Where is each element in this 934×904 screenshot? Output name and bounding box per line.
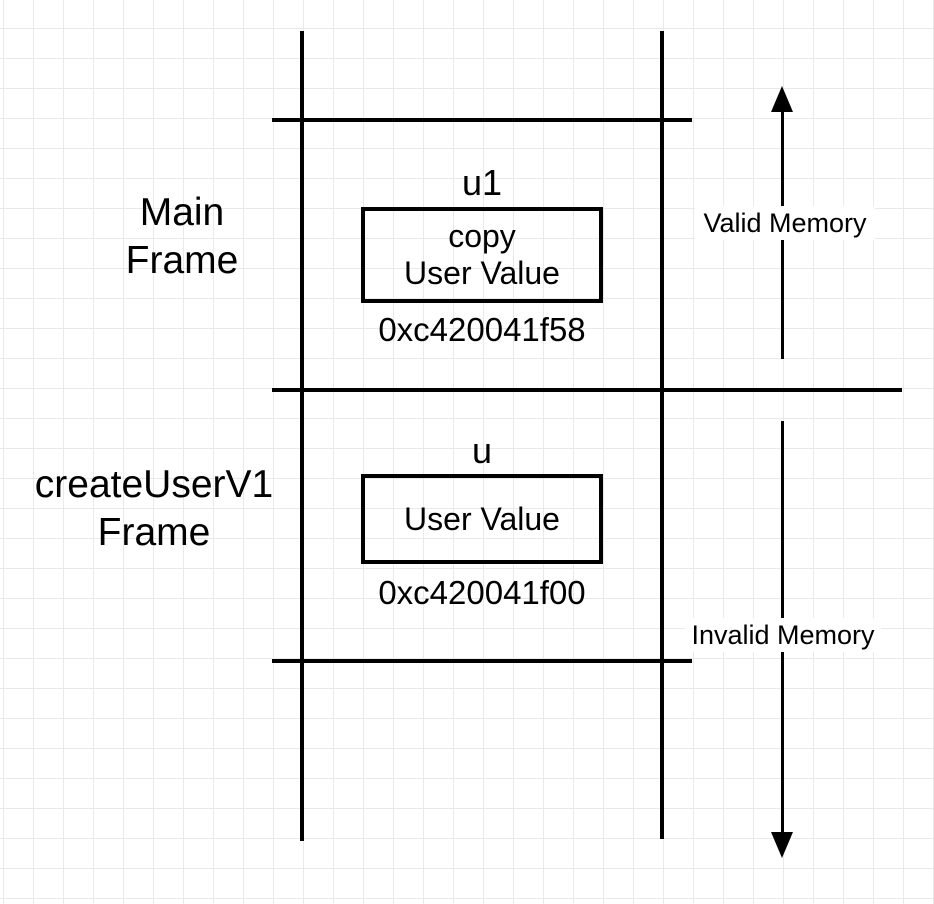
main-frame-label: Main Frame bbox=[32, 189, 332, 285]
u-address-label: 0xc420041f00 bbox=[378, 574, 586, 611]
u-value-box: User Value bbox=[361, 474, 603, 564]
createuserv1-frame-label: createUserV1 Frame bbox=[4, 461, 304, 557]
frame-divider-top bbox=[272, 118, 692, 122]
u1-value-box: copy User Value bbox=[361, 207, 603, 303]
frame-label-line: Main bbox=[139, 191, 225, 234]
frame-label-line: Frame bbox=[97, 511, 211, 554]
value-box-line: copy bbox=[448, 218, 516, 254]
u-variable-label: u bbox=[471, 430, 493, 471]
arrow-up-icon bbox=[771, 86, 793, 112]
stack-left-line bbox=[300, 31, 304, 841]
frame-divider-bottom bbox=[272, 659, 692, 663]
u1-variable-label: u1 bbox=[461, 162, 503, 203]
stack-right-line bbox=[660, 31, 664, 839]
frame-label-line: Frame bbox=[125, 239, 239, 282]
arrow-down-icon bbox=[771, 832, 793, 858]
frame-label-line: createUserV1 bbox=[34, 463, 274, 506]
frame-divider-middle bbox=[272, 388, 902, 392]
valid-memory-label: Valid Memory bbox=[695, 206, 875, 240]
value-box-line: User Value bbox=[404, 255, 560, 291]
invalid-memory-label: Invalid Memory bbox=[685, 618, 881, 652]
u1-address-label: 0xc420041f58 bbox=[378, 311, 586, 348]
value-box-line: User Value bbox=[404, 500, 560, 537]
